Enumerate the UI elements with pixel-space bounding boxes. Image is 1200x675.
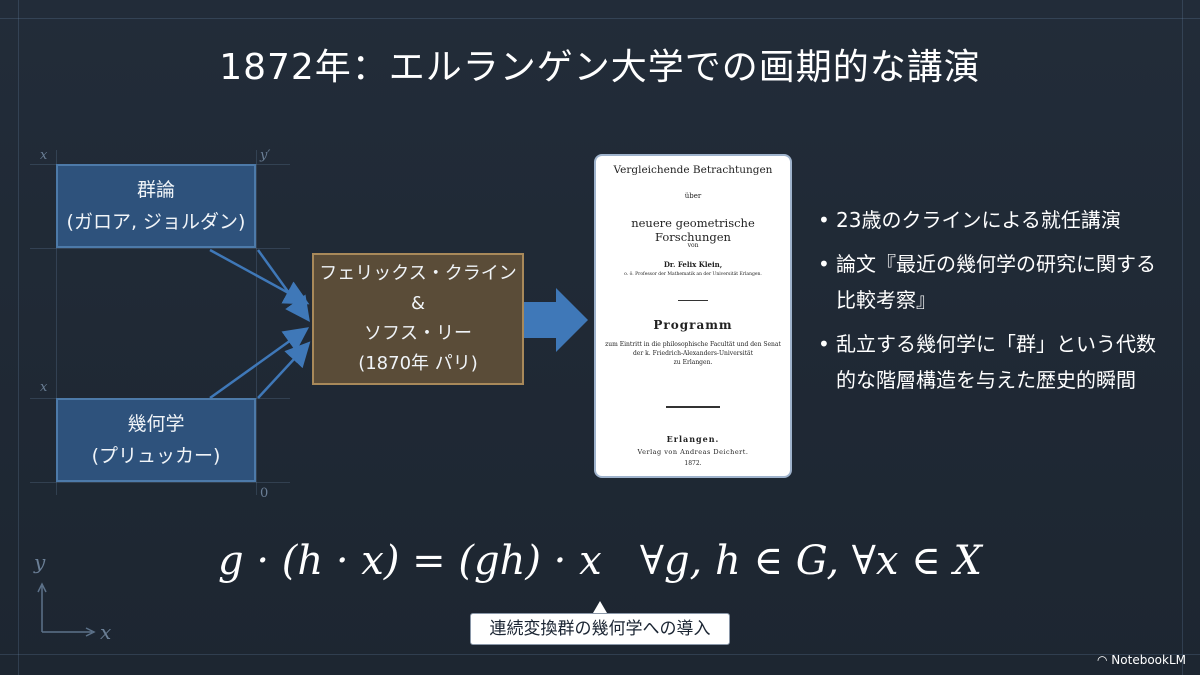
bullet-dot: • bbox=[818, 252, 830, 276]
doc-publisher: Verlag von Andreas Deichert. bbox=[637, 448, 749, 456]
tag-caret bbox=[593, 601, 607, 613]
doc-rule bbox=[678, 300, 708, 301]
group-theory-box: 群論 (ガロア, ジョルダン) bbox=[56, 164, 256, 248]
group-theory-sub: (ガロア, ジョルダン) bbox=[66, 211, 246, 233]
axis-glyph bbox=[37, 582, 96, 637]
doc-program: Programm bbox=[653, 318, 733, 332]
bullet-text: 乱立する幾何学に「群」という代数的な階層構造を与えた歴史的瞬間 bbox=[836, 332, 1156, 392]
doc-program-line: zum Eintritt in die philosophische Facul… bbox=[605, 341, 781, 348]
brand-icon: ◠ bbox=[1097, 653, 1112, 667]
bullet-dot: • bbox=[818, 208, 830, 232]
arrow-line bbox=[257, 341, 311, 399]
grid-line bbox=[0, 18, 1200, 19]
axis-label-y-prime: y′ bbox=[260, 148, 271, 163]
grid-line bbox=[30, 248, 290, 249]
formula-caption-tag: 連続変換群の幾何学への導入 bbox=[470, 613, 730, 645]
bullet-dot: • bbox=[818, 332, 830, 356]
doc-author: Dr. Felix Klein, bbox=[663, 260, 723, 269]
doc-von: von bbox=[687, 242, 699, 249]
grid-line bbox=[1182, 0, 1183, 675]
bullet-text: 論文『最近の幾何学の研究に関する比較考察』 bbox=[836, 252, 1156, 312]
doc-program-line: der k. Friedrich-Alexanders-Universität bbox=[632, 350, 754, 357]
ampersand: & bbox=[410, 293, 426, 314]
grid-line bbox=[0, 654, 1200, 655]
grid-line bbox=[30, 482, 290, 483]
axis-label-zero: 0 bbox=[260, 486, 269, 501]
axis-label-x-bottom: x bbox=[40, 380, 48, 395]
slide-title: 1872年：エルランゲン大学での画期的な講演 bbox=[219, 47, 981, 88]
corner-axis-y: y bbox=[34, 550, 46, 574]
geometry-label: 幾何学 bbox=[127, 413, 185, 435]
bullet-list: • 23歳のクラインによる就任講演 • 論文『最近の幾何学の研究に関する比較考察… bbox=[818, 202, 1158, 406]
klein-lie-box: フェリックス・クライン & ソフス・リー (1870年 パリ) bbox=[312, 253, 524, 385]
doc-title-line3: neuere geometrische Forschungen bbox=[631, 216, 755, 244]
doc-program-line: zu Erlangen. bbox=[673, 359, 713, 366]
grid-line bbox=[56, 150, 57, 495]
notebooklm-brand: ◠ NotebookLM bbox=[1097, 653, 1186, 667]
doc-rule bbox=[666, 406, 720, 408]
bullet-text: 23歳のクラインによる就任講演 bbox=[836, 208, 1121, 232]
klein-name: フェリックス・クライン bbox=[319, 263, 517, 284]
lie-name: ソフス・リー bbox=[364, 323, 472, 344]
klein-lie-date: (1870年 パリ) bbox=[358, 353, 478, 374]
axis-label-x-top: x bbox=[40, 148, 48, 163]
doc-author-title: o. ö. Professor der Mathematik an der Un… bbox=[624, 272, 762, 277]
bullet-item: • 乱立する幾何学に「群」という代数的な階層構造を与えた歴史的瞬間 bbox=[818, 326, 1158, 398]
converging-arrows bbox=[209, 248, 588, 400]
big-right-arrow bbox=[524, 288, 588, 352]
corner-axis-x: x bbox=[100, 620, 112, 644]
group-action-formula: g · (h · x) = (gh) · x ∀g, h ∈ G, ∀x ∈ X bbox=[218, 538, 982, 584]
brand-text: NotebookLM bbox=[1111, 653, 1186, 667]
doc-year: 1872. bbox=[684, 460, 702, 467]
geometry-box: 幾何学 (プリュッカー) bbox=[56, 398, 256, 482]
doc-place: Erlangen. bbox=[666, 434, 720, 444]
geometry-sub: (プリュッカー) bbox=[91, 445, 221, 467]
grid-line bbox=[18, 0, 19, 675]
group-theory-label: 群論 bbox=[136, 179, 175, 201]
doc-program-text: zum Eintritt in die philosophische Facul… bbox=[596, 340, 790, 367]
grid-line bbox=[256, 150, 257, 495]
doc-title-line2: über bbox=[684, 192, 702, 200]
bullet-item: • 23歳のクラインによる就任講演 bbox=[818, 202, 1158, 238]
erlangen-program-document: Vergleichende Betrachtungen über neuere … bbox=[594, 154, 792, 478]
doc-title-line1: Vergleichende Betrachtungen bbox=[613, 164, 773, 176]
arrow-line bbox=[256, 249, 310, 323]
bullet-item: • 論文『最近の幾何学の研究に関する比較考察』 bbox=[818, 246, 1158, 318]
